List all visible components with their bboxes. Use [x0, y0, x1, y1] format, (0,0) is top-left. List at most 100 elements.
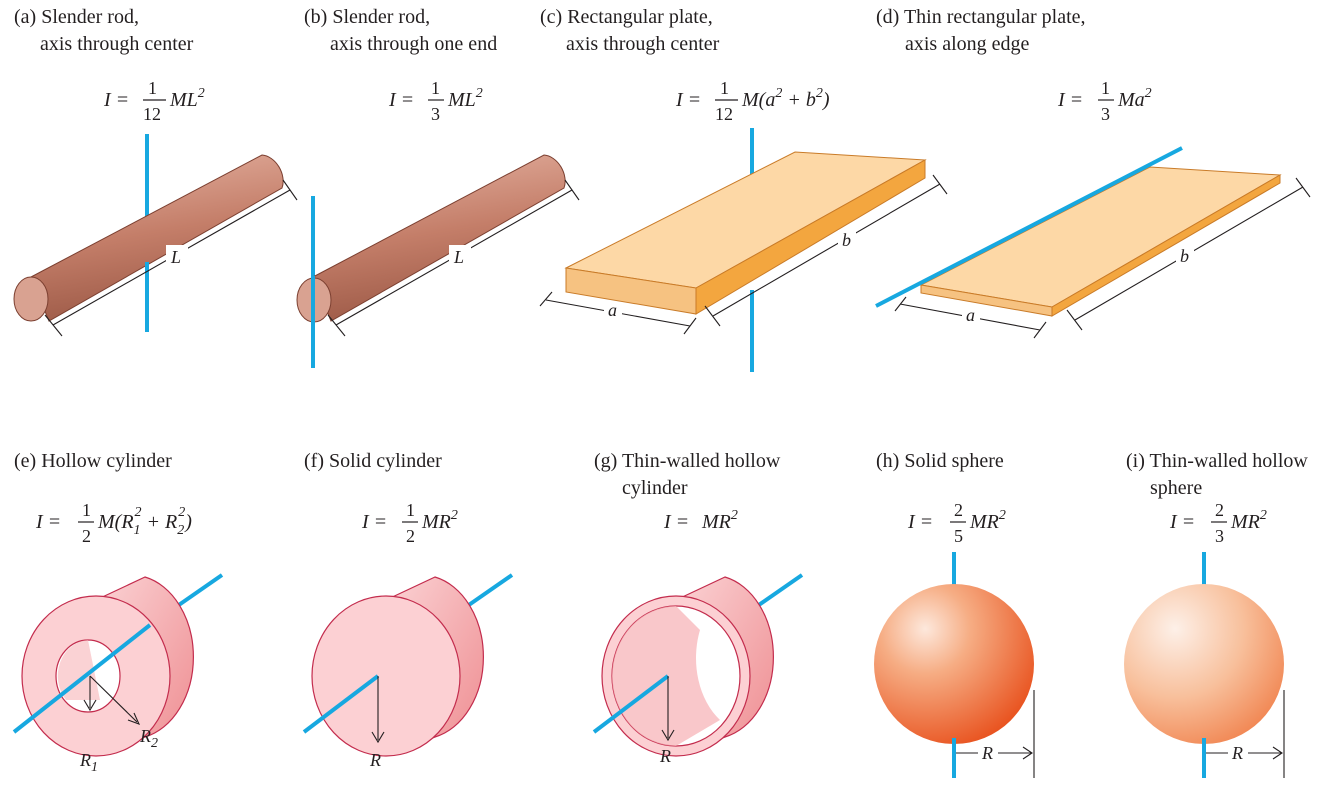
panel-c-formula: I = 1 12 M(a2 + b2): [675, 78, 830, 124]
panel-b-title: (b) Slender rod,: [304, 6, 430, 28]
svg-text:I =: I =: [361, 511, 387, 533]
solid-sphere-h: [874, 584, 1034, 744]
label-a-d: a: [966, 305, 975, 325]
hollow-cylinder-e: [21, 576, 194, 757]
panel-d-subtitle: axis along edge: [905, 33, 1030, 55]
radius-dimension-h: R: [956, 690, 1035, 778]
panel-c-subtitle: axis through center: [566, 33, 720, 55]
panel-i-subtitle: sphere: [1150, 477, 1202, 499]
thin-plate-d: [919, 166, 1282, 317]
radius-dimension-i: R: [1206, 690, 1285, 778]
svg-text:3: 3: [1101, 104, 1110, 124]
panel-e-formula: I = 1 2 M(R12 + R22): [35, 500, 192, 546]
label-R2: R2: [139, 726, 158, 751]
panel-a-subtitle: axis through center: [40, 33, 194, 55]
panel-b: (b) Slender rod, axis through one end I …: [296, 6, 580, 368]
svg-text:I =: I =: [35, 511, 61, 533]
rotation-axis-f: [302, 674, 380, 734]
dimension-L-b: L: [327, 179, 580, 337]
hollow-sphere-i: [1124, 584, 1284, 744]
svg-text:1: 1: [406, 500, 415, 520]
svg-text:2: 2: [406, 526, 415, 546]
svg-text:MR2: MR2: [701, 508, 738, 533]
svg-text:3: 3: [1215, 526, 1224, 546]
label-R-g: R: [659, 746, 671, 766]
panel-d-formula: I = 1 3 Ma2: [1057, 78, 1152, 124]
label-R1: R1: [79, 750, 98, 775]
svg-text:2: 2: [82, 526, 91, 546]
svg-text:1: 1: [148, 78, 157, 98]
label-b-c: b: [842, 230, 851, 250]
panel-h-title: (h) Solid sphere: [876, 450, 1004, 472]
label-a-c: a: [608, 300, 617, 320]
svg-text:MR2: MR2: [1230, 508, 1267, 533]
label-b-d: b: [1180, 246, 1189, 266]
panel-g: (g) Thin-walled hollow cylinder I = MR2 …: [592, 450, 804, 766]
svg-text:MR2: MR2: [421, 508, 458, 533]
svg-text:I =: I =: [103, 89, 129, 111]
panel-a: (a) Slender rod, axis through center I =…: [13, 6, 298, 337]
label-L-b: L: [453, 247, 464, 267]
radius-arrow-g: [661, 676, 675, 742]
rotation-axis-g: [592, 674, 670, 734]
svg-text:M(R12 + R22): M(R12 + R22): [97, 505, 192, 538]
svg-text:2: 2: [1215, 500, 1224, 520]
solid-cylinder-f: [311, 576, 484, 757]
panel-d: (d) Thin rectangular plate, axis along e…: [875, 6, 1311, 339]
panel-g-title: (g) Thin-walled hollow: [594, 450, 781, 472]
svg-text:I =: I =: [663, 511, 689, 533]
radius-arrow-f: [371, 676, 385, 744]
thin-walled-cylinder-g: [601, 576, 774, 757]
slender-rod-b: [296, 154, 566, 323]
svg-text:1: 1: [82, 500, 91, 520]
dimension-a-d: a: [894, 296, 1047, 339]
slender-rod-a: [13, 154, 284, 322]
panel-i-formula: I = 2 3 MR2: [1169, 500, 1267, 546]
svg-text:1: 1: [1101, 78, 1110, 98]
svg-text:2: 2: [954, 500, 963, 520]
svg-text:3: 3: [431, 104, 440, 124]
panel-i-title: (i) Thin-walled hollow: [1126, 450, 1308, 472]
label-R-i: R: [1231, 743, 1243, 763]
svg-text:I =: I =: [388, 89, 414, 111]
panel-g-formula: I = MR2: [663, 508, 738, 533]
dimension-a-c: a: [539, 291, 697, 335]
panel-e-title: (e) Hollow cylinder: [14, 450, 172, 472]
dimension-b-d: b: [1066, 177, 1311, 331]
svg-text:I =: I =: [907, 511, 933, 533]
panel-f-title: (f) Solid cylinder: [304, 450, 442, 472]
svg-text:Ma2: Ma2: [1117, 86, 1152, 111]
svg-text:ML2: ML2: [169, 86, 205, 111]
svg-text:I =: I =: [1169, 511, 1195, 533]
panel-f-formula: I = 1 2 MR2: [361, 500, 458, 546]
svg-text:MR2: MR2: [969, 508, 1006, 533]
panel-f: (f) Solid cylinder I = 1 2 MR2 R: [302, 450, 514, 770]
label-R-h: R: [981, 743, 993, 763]
rotation-axis-e: [12, 623, 152, 734]
panel-c: (c) Rectangular plate, axis through cent…: [539, 6, 948, 372]
svg-text:5: 5: [954, 526, 963, 546]
svg-text:I =: I =: [675, 89, 701, 111]
dimension-L-a: L: [44, 179, 298, 337]
dimension-b-c: b: [704, 174, 948, 327]
panel-g-subtitle: cylinder: [622, 477, 688, 499]
svg-text:12: 12: [715, 104, 733, 124]
panel-e: (e) Hollow cylinder I = 1 2 M(R12 + R22)…: [12, 450, 224, 775]
svg-text:ML2: ML2: [447, 86, 483, 111]
panel-h: (h) Solid sphere I = 2 5 MR2 R: [874, 450, 1035, 778]
panel-a-formula: I = 1 12 ML2: [103, 78, 205, 124]
svg-text:1: 1: [720, 78, 729, 98]
panel-d-title: (d) Thin rectangular plate,: [876, 6, 1086, 28]
svg-text:M(a2 + b2): M(a2 + b2): [741, 86, 830, 111]
panel-b-subtitle: axis through one end: [330, 33, 497, 55]
svg-text:1: 1: [431, 78, 440, 98]
label-L-a: L: [170, 247, 181, 267]
panel-i: (i) Thin-walled hollow sphere I = 2 3 MR…: [1124, 450, 1308, 778]
svg-text:12: 12: [143, 104, 161, 124]
panel-a-title: (a) Slender rod,: [14, 6, 139, 28]
rectangular-plate-c: [564, 151, 927, 315]
svg-text:I =: I =: [1057, 89, 1083, 111]
panel-b-formula: I = 1 3 ML2: [388, 78, 483, 124]
rotation-axis-d: [875, 146, 1183, 308]
